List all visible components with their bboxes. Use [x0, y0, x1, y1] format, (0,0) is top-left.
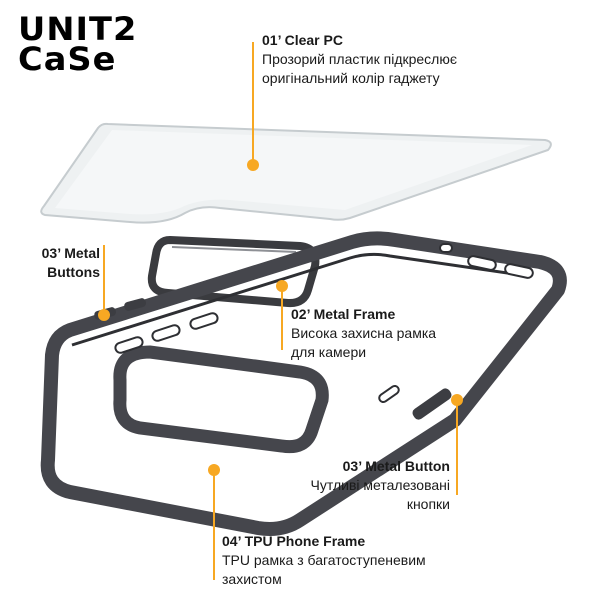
brand-logo: UNIT2 CaSe — [18, 13, 136, 75]
callout-metal-button-line1: Чутливі металезовані — [310, 477, 450, 493]
brand-logo-line1: UNIT2 — [18, 10, 138, 48]
callout-metal-button: 03’ Metal Button Чутливі металезовані кн… — [260, 457, 450, 514]
callout-tpu-frame-line2: захистом — [222, 571, 282, 587]
callout-metal-frame: 02’ Metal Frame Висока захисна рамка для… — [291, 305, 436, 362]
callout-metal-button-title: 03’ Metal Button — [342, 458, 450, 474]
callout-clear-pc-line2: оригінальний колір гаджету — [262, 70, 440, 86]
callout-lines — [98, 42, 463, 580]
callout-metal-frame-line2: для камери — [291, 344, 367, 360]
callout-clear-pc-line1: Прозорий пластик підкреслює — [262, 51, 457, 67]
callout-metal-frame-title: 02’ Metal Frame — [291, 306, 396, 322]
callout-metal-buttons-line1: 03’ Metal — [41, 245, 100, 261]
clear-pc-panel — [40, 122, 552, 224]
callout-clear-pc-title: 01’ Clear PC — [262, 32, 343, 48]
brand-logo-line2: CaSe — [18, 40, 117, 78]
callout-metal-button-line2: кнопки — [406, 496, 450, 512]
callout-metal-frame-line1: Висока захисна рамка — [291, 325, 437, 341]
callout-tpu-frame-title: 04’ TPU Phone Frame — [222, 533, 366, 549]
callout-tpu-frame-line1: TPU рамка з багатоступеневим — [222, 552, 426, 568]
callout-metal-buttons: 03’ Metal Buttons — [20, 244, 100, 282]
callout-clear-pc: 01’ Clear PC Прозорий пластик підкреслює… — [262, 31, 457, 88]
callout-metal-buttons-line2: Buttons — [47, 264, 100, 280]
callout-tpu-frame: 04’ TPU Phone Frame TPU рамка з багатост… — [222, 532, 426, 589]
metal-button-right — [412, 388, 452, 420]
tpu-phone-frame — [40, 231, 567, 536]
